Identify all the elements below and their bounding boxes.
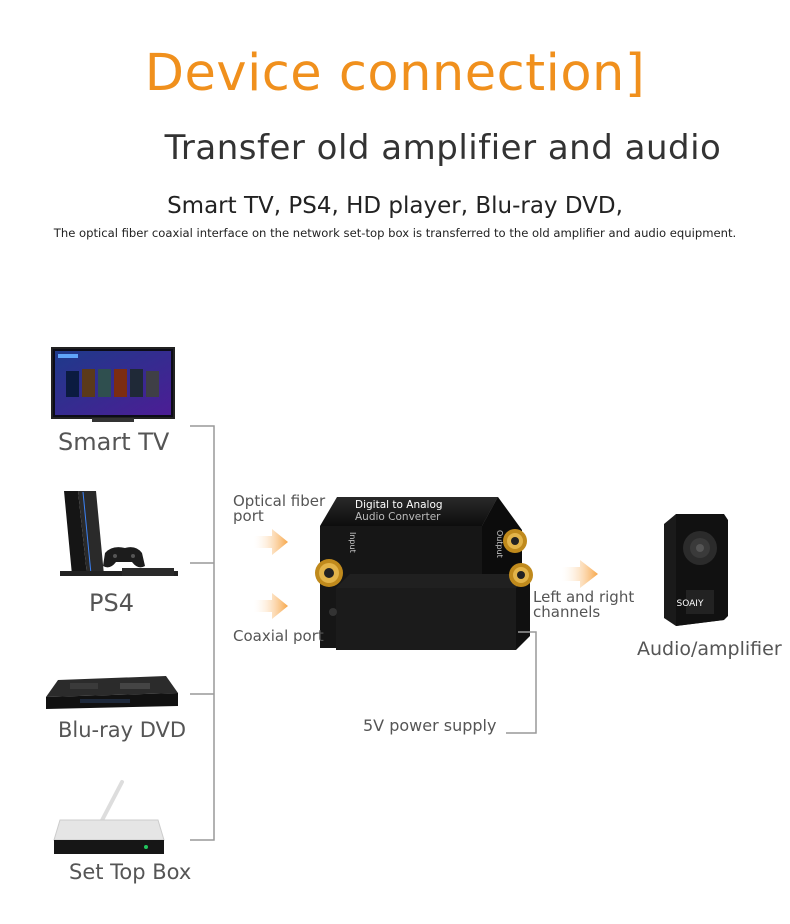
coaxial-arrow-icon — [254, 593, 288, 619]
converter-line1: Digital to Analog — [355, 499, 443, 511]
converter-output-label: Output — [495, 530, 504, 558]
speaker-icon — [664, 514, 728, 626]
smart-tv-label: Smart TV — [58, 428, 170, 456]
converter-box — [320, 497, 530, 650]
page-title: Device connection] — [144, 44, 646, 103]
power-line — [506, 631, 537, 734]
description: The optical fiber coaxial interface on t… — [53, 226, 737, 240]
converter-input-label: Input — [348, 532, 357, 553]
amplifier-label: Audio/amplifier — [637, 638, 782, 660]
optical-input-jack — [315, 559, 343, 587]
output-right-jack — [503, 529, 527, 553]
output-arrow-icon — [562, 560, 598, 588]
set-top-box-label: Set Top Box — [69, 860, 192, 884]
coaxial-port-label: Coaxial port — [233, 627, 324, 645]
page-subtitle: Transfer old amplifier and audio — [164, 128, 722, 168]
output-channels-label: Left and right channels — [533, 588, 635, 621]
devices-line: Smart TV, PS4, HD player, Blu-ray DVD, — [167, 193, 623, 219]
source-bracket — [190, 425, 215, 841]
power-supply-label: 5V power supply — [363, 716, 497, 735]
coaxial-input-jack — [329, 608, 337, 616]
optical-arrow-icon — [254, 529, 288, 555]
ps4-icon — [60, 491, 178, 576]
optical-port-label: Optical fiber port — [233, 492, 326, 525]
output-left-jack — [509, 563, 533, 587]
set-top-box-icon — [53, 780, 165, 854]
bluray-dvd-icon — [46, 676, 178, 709]
bluray-dvd-label: Blu-ray DVD — [58, 718, 187, 742]
converter-line2: Audio Converter — [355, 511, 441, 523]
ps4-label: PS4 — [89, 589, 134, 617]
smart-tv-icon — [51, 347, 175, 422]
speaker-brand: SOAIY — [677, 599, 704, 609]
